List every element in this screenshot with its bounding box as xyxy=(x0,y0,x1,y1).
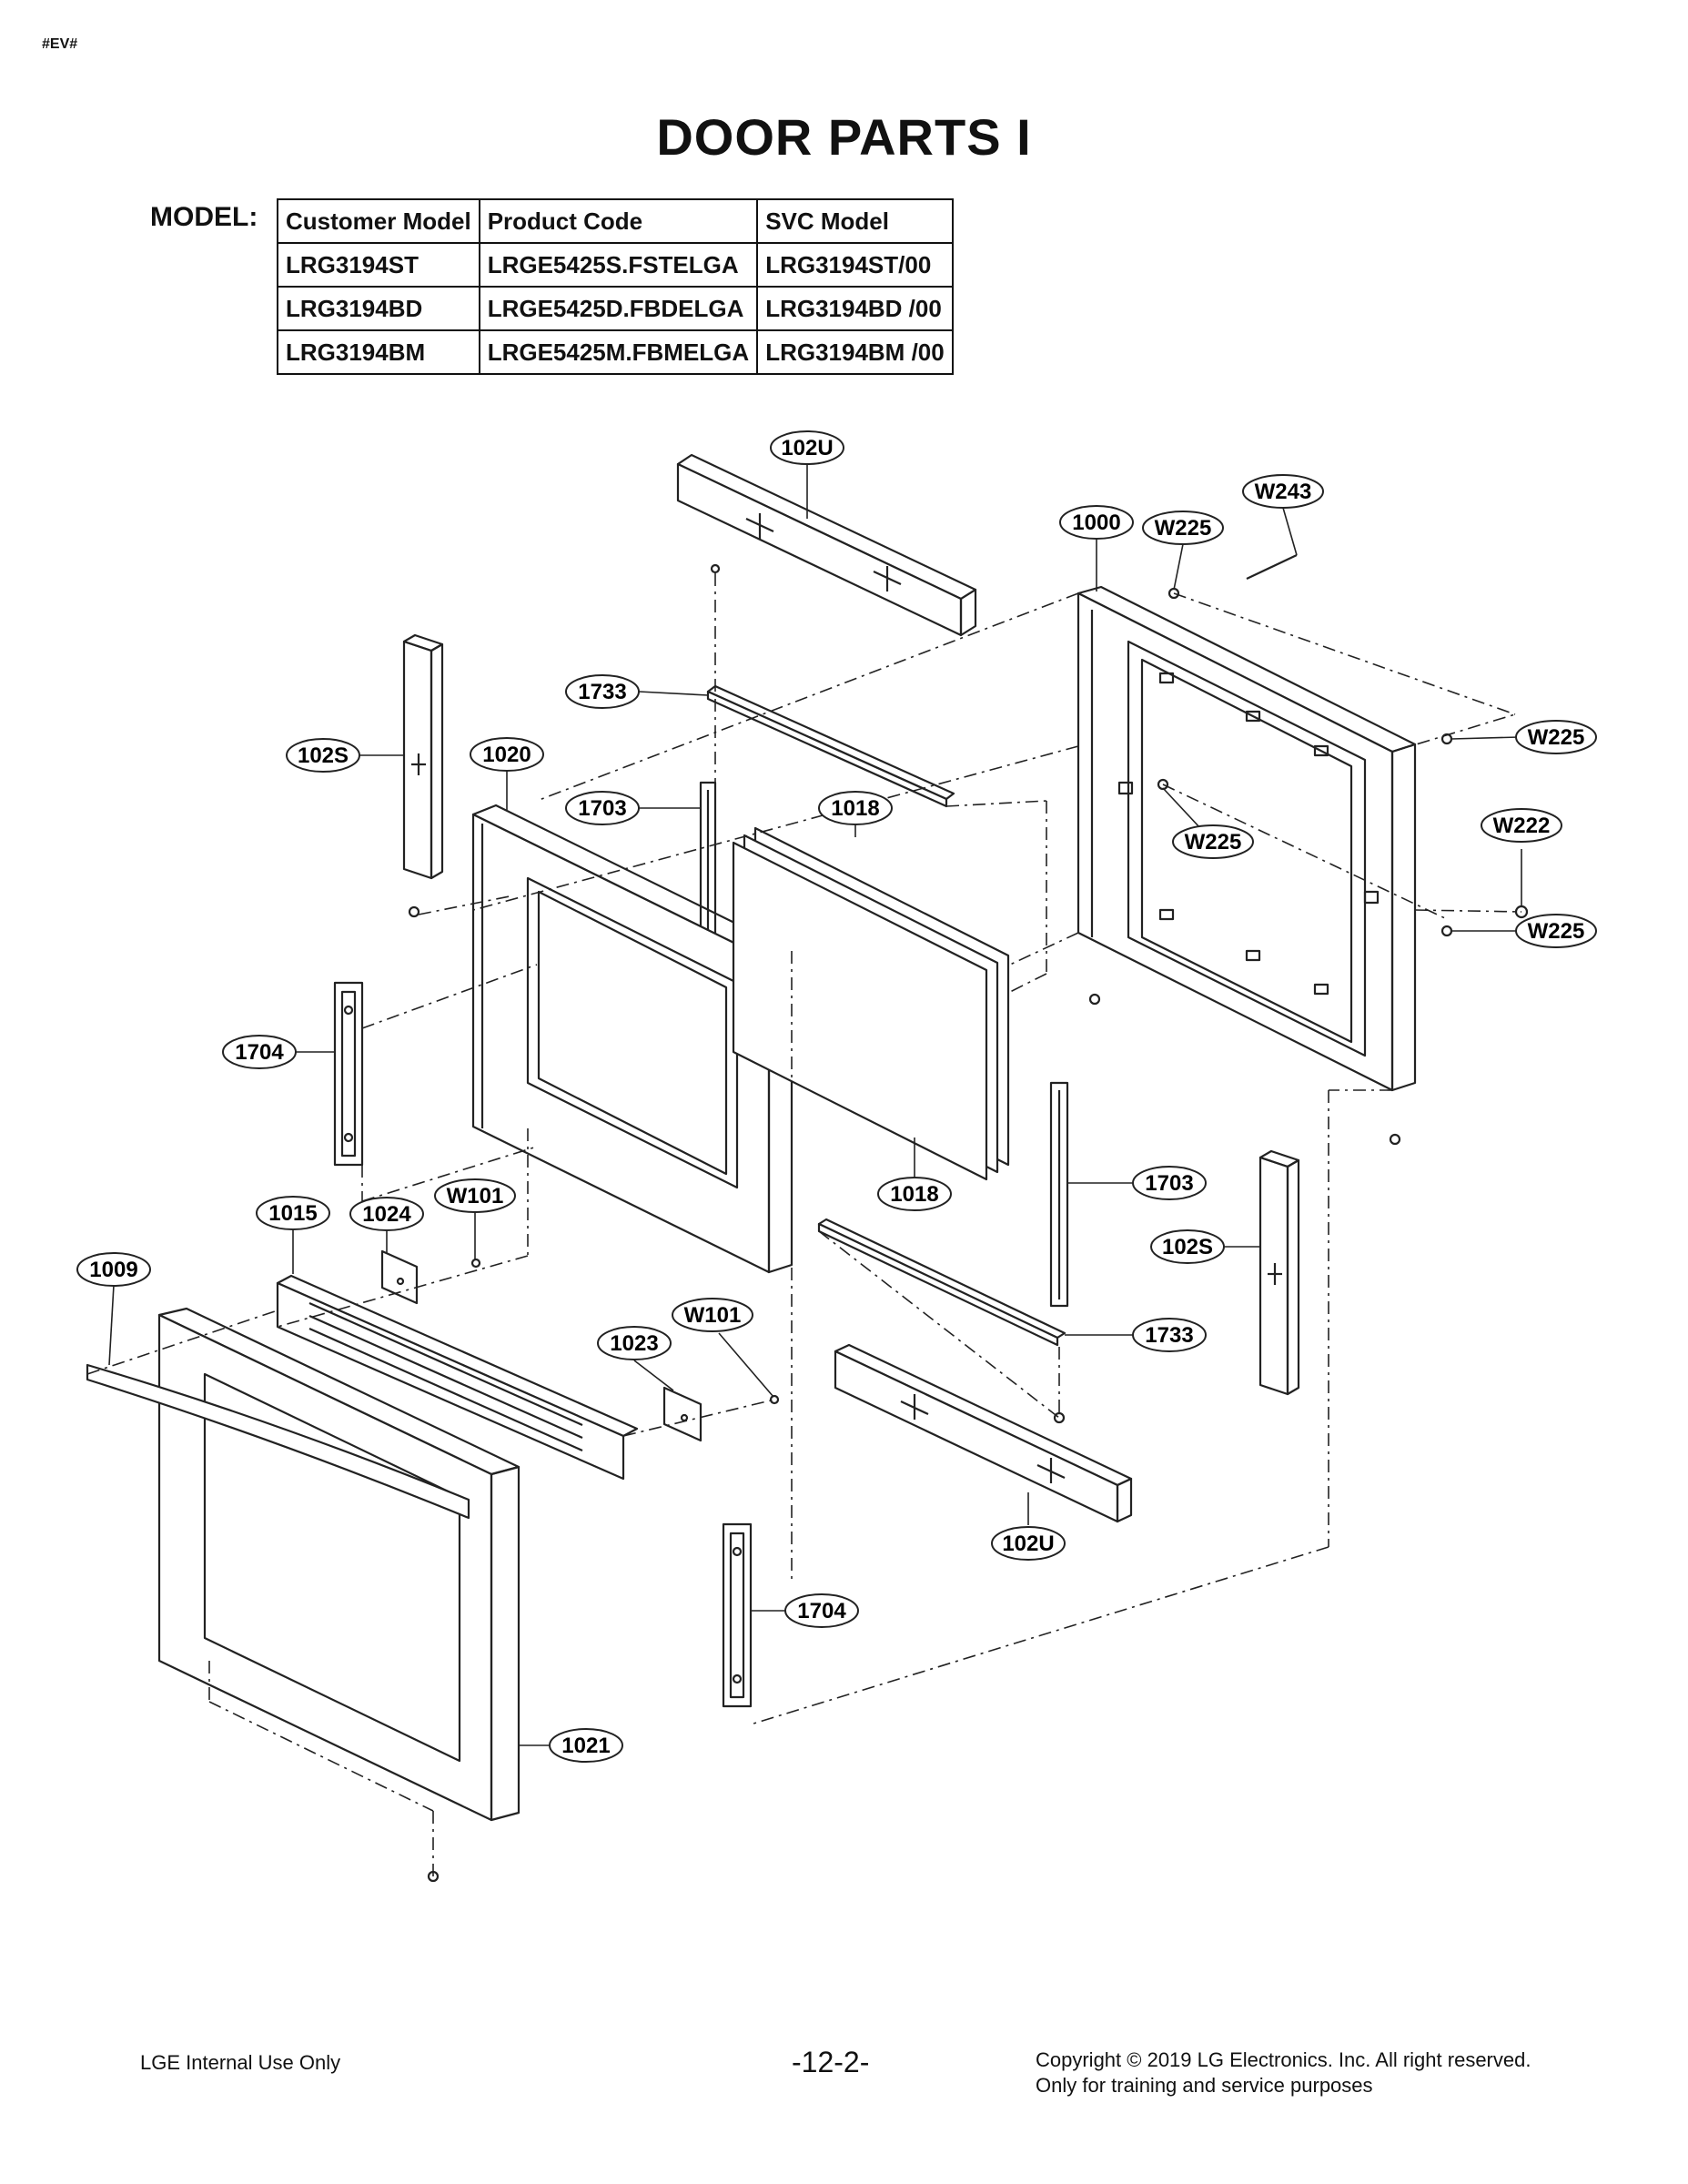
table-cell: LRG3194ST xyxy=(277,242,480,288)
callout-102s-left: 102S xyxy=(286,738,360,773)
callout-label: 1018 xyxy=(831,796,879,821)
callout-1733-top: 1733 xyxy=(565,674,640,709)
callout-w101-b: W101 xyxy=(672,1298,753,1332)
callout-1024: 1024 xyxy=(349,1197,424,1231)
callout-1704-bottom: 1704 xyxy=(784,1593,859,1628)
callout-label: 102S xyxy=(298,743,349,768)
copyright-line: Copyright © 2019 LG Electronics. Inc. Al… xyxy=(1036,2048,1531,2071)
service-notice-line: Only for training and service purposes xyxy=(1036,2074,1373,2097)
table-cell: LRGE5425M.FBMELGA xyxy=(478,329,759,375)
part-102u-top xyxy=(676,453,977,637)
model-label: MODEL: xyxy=(150,202,258,232)
page-code: #EV# xyxy=(42,36,78,52)
part-1733-top xyxy=(706,684,955,808)
callout-1733-bottom: 1733 xyxy=(1132,1318,1207,1352)
callout-label: W101 xyxy=(684,1303,742,1328)
callout-label: W225 xyxy=(1528,919,1585,944)
callout-label: 1009 xyxy=(89,1258,137,1282)
callout-w225-d: W225 xyxy=(1515,914,1597,948)
model-table: Customer Model Product Code SVC Model LR… xyxy=(277,198,954,375)
part-1024-bracket xyxy=(380,1249,419,1305)
table-cell: LRG3194BM xyxy=(277,329,480,375)
callout-w225-a: W225 xyxy=(1142,511,1224,545)
callouts: 102U W243 1000 W225 1733 102S 1020 1703 … xyxy=(76,430,1597,1763)
header-product-code: Product Code xyxy=(478,198,759,244)
part-1704-left-hinge xyxy=(333,981,364,1167)
part-1733-bottom xyxy=(817,1218,1066,1347)
callout-1020: 1020 xyxy=(470,737,544,772)
table-cell: LRG3194BM /00 xyxy=(756,329,954,375)
part-102s-left xyxy=(402,633,444,880)
table-row: LRG3194BM LRGE5425M.FBMELGA LRG3194BM /0… xyxy=(277,329,954,375)
callout-1000: 1000 xyxy=(1059,505,1134,540)
part-1021-outer-door xyxy=(157,1307,521,1822)
part-1023-bracket xyxy=(662,1386,702,1442)
table-row: LRG3194ST LRGE5425S.FSTELGA LRG3194ST/00 xyxy=(277,242,954,288)
footer-copyright: Copyright © 2019 LG Electronics. Inc. Al… xyxy=(1036,2048,1531,2098)
callout-label: 1704 xyxy=(235,1040,284,1065)
callout-label: 1733 xyxy=(1145,1323,1193,1348)
callout-1703-top: 1703 xyxy=(565,791,640,825)
callout-1018-top: 1018 xyxy=(818,791,893,825)
callout-label: 1703 xyxy=(578,796,626,821)
callout-label: 1000 xyxy=(1072,511,1120,535)
callout-label: 1704 xyxy=(797,1599,846,1623)
callout-label: 1021 xyxy=(561,1734,610,1758)
table-cell: LRGE5425D.FBDELGA xyxy=(478,286,759,331)
table-cell: LRGE5425S.FSTELGA xyxy=(478,242,759,288)
callout-1021: 1021 xyxy=(549,1728,623,1763)
callout-w101-a: W101 xyxy=(434,1178,516,1213)
callout-102u-bottom: 102U xyxy=(991,1526,1066,1561)
part-1009-handle xyxy=(86,1363,470,1520)
part-1703-right xyxy=(1049,1081,1069,1308)
callout-102u-top: 102U xyxy=(770,430,844,465)
callout-1009: 1009 xyxy=(76,1252,151,1287)
callout-label: W225 xyxy=(1185,830,1242,854)
callout-1015: 1015 xyxy=(256,1196,330,1230)
header-customer-model: Customer Model xyxy=(277,198,480,244)
part-1015-vent xyxy=(276,1274,639,1481)
callout-label: W222 xyxy=(1493,814,1551,838)
callout-label: W225 xyxy=(1155,516,1212,541)
part-102u-bottom xyxy=(834,1343,1133,1523)
callout-label: 1015 xyxy=(268,1201,317,1226)
callout-label: 102U xyxy=(781,436,833,460)
page-number: -12-2- xyxy=(792,2046,870,2078)
callout-label: 1024 xyxy=(362,1202,411,1227)
table-cell: LRG3194BD xyxy=(277,286,480,331)
part-1704-bottom-hinge xyxy=(722,1522,753,1708)
callout-1018-bottom: 1018 xyxy=(877,1177,952,1211)
callout-w225-b: W225 xyxy=(1515,720,1597,754)
callout-label: W101 xyxy=(447,1184,504,1208)
callout-label: 102S xyxy=(1162,1235,1213,1259)
callout-label: W243 xyxy=(1255,480,1312,504)
callout-102s-right: 102S xyxy=(1150,1229,1225,1264)
callout-w225-c: W225 xyxy=(1172,824,1254,859)
table-cell: LRG3194BD /00 xyxy=(756,286,954,331)
callout-1023: 1023 xyxy=(597,1326,672,1360)
callout-label: 1020 xyxy=(482,743,531,767)
callout-label: 1023 xyxy=(610,1331,658,1356)
part-1018-glass xyxy=(732,826,1010,1181)
callout-1704-left: 1704 xyxy=(222,1035,297,1069)
page-title: DOOR PARTS I xyxy=(656,108,1032,166)
callout-label: 102U xyxy=(1002,1532,1054,1556)
table-cell: LRG3194ST/00 xyxy=(756,242,954,288)
footer-internal-use: LGE Internal Use Only xyxy=(140,2051,341,2074)
model-table-header-row: Customer Model Product Code SVC Model xyxy=(277,198,954,244)
callout-label: 1733 xyxy=(578,680,626,704)
table-row: LRG3194BD LRGE5425D.FBDELGA LRG3194BD /0… xyxy=(277,286,954,331)
assembly-lines xyxy=(86,573,1522,1876)
part-102s-right xyxy=(1258,1149,1300,1396)
callout-w222: W222 xyxy=(1481,808,1562,843)
callout-label: 1018 xyxy=(890,1182,938,1207)
callout-1703-right: 1703 xyxy=(1132,1166,1207,1200)
header-svc-model: SVC Model xyxy=(756,198,954,244)
callout-label: 1703 xyxy=(1145,1171,1193,1196)
callout-w243: W243 xyxy=(1242,474,1324,509)
callout-label: W225 xyxy=(1528,725,1585,750)
